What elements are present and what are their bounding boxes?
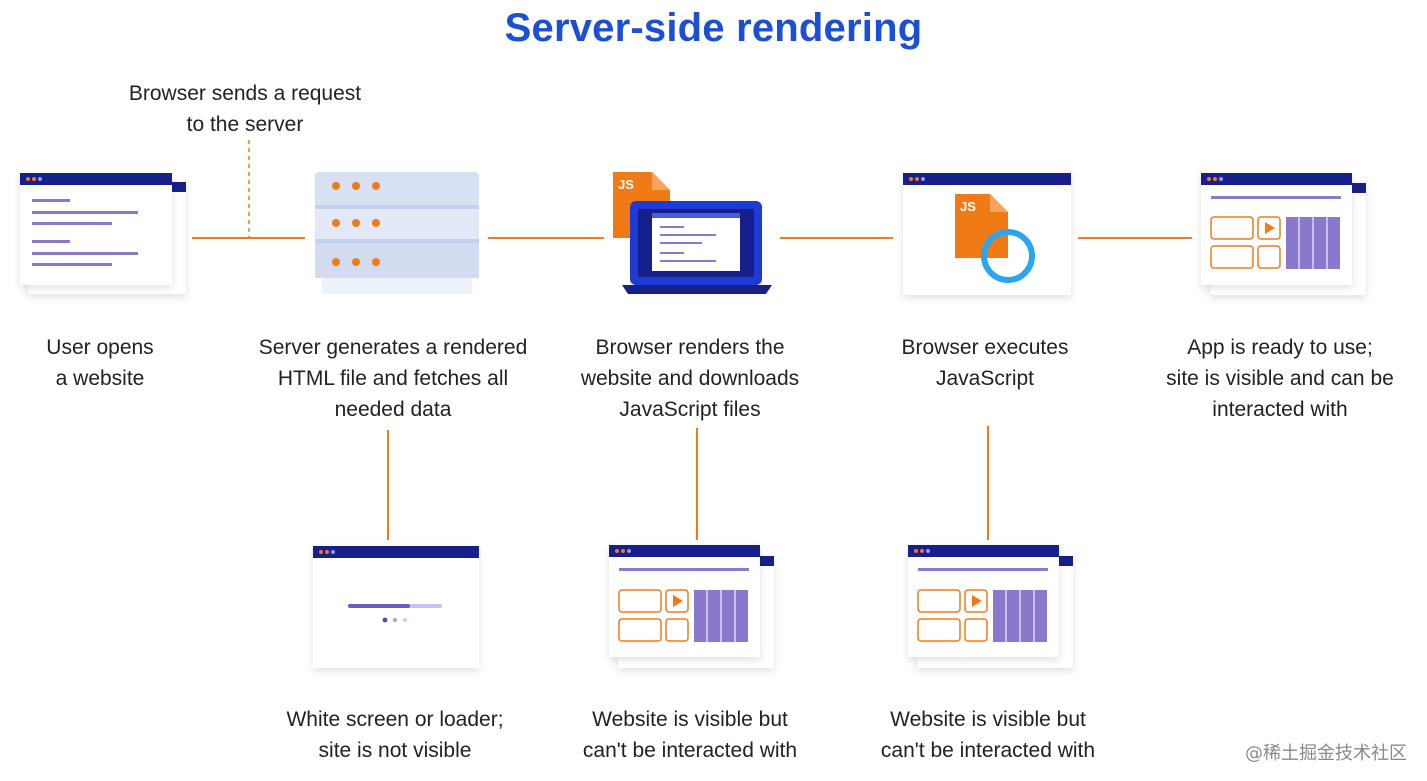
step-label-browser-executes: Browser executes JavaScript [901, 336, 1069, 390]
step-label-user-opens: User opens a website [46, 336, 154, 390]
diagram-title: Server-side rendering [504, 6, 923, 50]
server-icon [315, 172, 479, 294]
ready-app-icon [1201, 173, 1366, 295]
js-executing-icon: JS [903, 173, 1071, 295]
visible-window-icon [908, 545, 1073, 668]
request-note: Browser sends a request to the server [128, 82, 362, 136]
browser-window-icon [20, 173, 186, 294]
js-badge-text: JS [618, 177, 634, 192]
visible-window-icon [609, 545, 774, 668]
watermark: @稀土掘金技术社区 [1245, 743, 1407, 764]
connectors [192, 140, 1192, 540]
laptop-js-icon: JS [613, 172, 772, 294]
spinner-icon [981, 229, 1035, 283]
step-label-app-ready: App is ready to use; site is visible and… [1166, 336, 1394, 421]
state-label-visible-1: Website is visible but can't be interact… [582, 708, 798, 762]
step-label-browser-renders: Browser renders the website and download… [580, 336, 800, 421]
step-label-server-generates: Server generates a rendered HTML file an… [258, 336, 528, 421]
js-badge-text: JS [960, 199, 976, 214]
loader-progress-fill [348, 604, 410, 608]
state-label-white-screen: White screen or loader; site is not visi… [286, 708, 504, 762]
loader-window-icon [313, 546, 479, 668]
state-label-visible-2: Website is visible but can't be interact… [880, 708, 1096, 762]
